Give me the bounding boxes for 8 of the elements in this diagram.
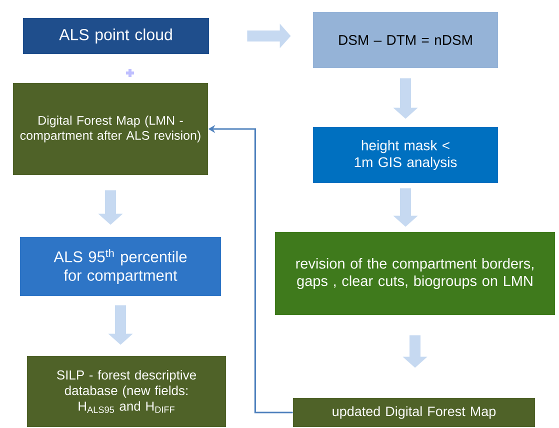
process-box: SILP - forest descriptive database (new fields: H$_{ALS95}$ and H$_{DIFF}$	[27, 356, 226, 427]
process-box: height mask < 1m GIS analysis	[313, 127, 498, 183]
process-box: ALS point cloud	[23, 18, 209, 54]
process-box: ALS 95$^{th}$ percentile for compartment	[20, 237, 221, 296]
process-box: Digital Forest Map (LMN - compartment after ALS revision)	[13, 83, 208, 175]
process-box: DSM – DTM = nDSM	[313, 12, 498, 68]
process-box: revision of the compartment borders, gaps , clear cuts, biogroups on LMN	[275, 232, 555, 315]
process-box: updated Digital Forest Map	[293, 398, 535, 427]
